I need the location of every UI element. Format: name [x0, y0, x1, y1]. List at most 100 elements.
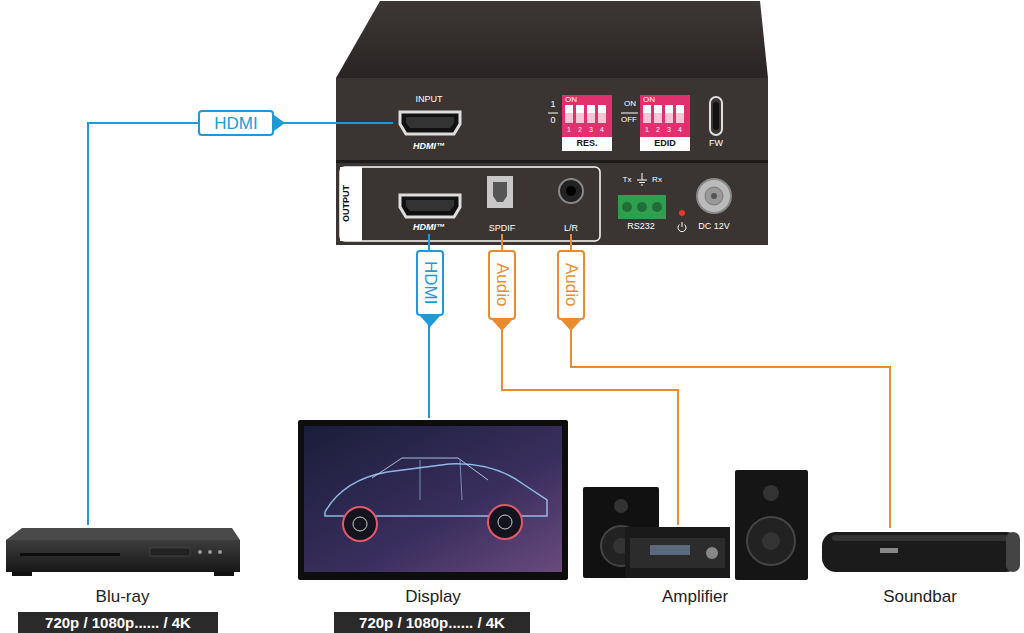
dip-switch	[598, 105, 606, 123]
bluray-player	[12, 572, 32, 576]
dip-switch	[665, 105, 673, 123]
speaker-system	[747, 517, 795, 565]
analog-audio-port: L/R	[553, 172, 589, 234]
panel-label: 4	[600, 126, 604, 134]
display-monitor	[353, 517, 367, 531]
display-monitor	[298, 420, 568, 580]
soundbar-speaker	[832, 535, 1010, 541]
terminal-block	[622, 202, 632, 212]
speaker-system	[630, 538, 725, 568]
hdmi-connector	[400, 112, 460, 217]
display-monitor	[298, 420, 568, 580]
soundbar-speaker	[822, 532, 1020, 572]
dip-switch	[676, 105, 684, 123]
extractor-housing	[340, 167, 362, 241]
dc-jack	[697, 179, 731, 213]
extractor-housing	[340, 167, 600, 241]
usb-port	[710, 97, 722, 135]
dip-switch	[665, 105, 673, 113]
audio-jack	[559, 179, 583, 203]
panel-label: 3	[667, 126, 671, 134]
dip-switch	[576, 105, 584, 113]
terminal-block	[637, 180, 647, 181]
arrow-head	[561, 320, 581, 331]
bluray-player	[218, 550, 222, 554]
arrow-head	[420, 316, 440, 327]
dip-switch	[565, 105, 573, 123]
node-label: Blu-ray	[0, 587, 245, 607]
optical-port	[487, 176, 513, 208]
optical-port	[493, 182, 507, 202]
dip-switch	[562, 137, 612, 151]
dc-jack	[711, 193, 717, 199]
extractor-housing	[336, 160, 768, 163]
output-panel: OUTPUT HDMI™ SPDIF L/R	[336, 163, 768, 245]
dc-jack	[697, 179, 731, 213]
extractor-housing	[336, 163, 768, 245]
panel-label: FW	[709, 139, 723, 149]
hdmi-connector	[400, 112, 460, 134]
panel-label: DC 12V	[698, 222, 730, 232]
node-detail: 720p / 1080p...... / 4K	[334, 612, 530, 633]
speaker-system	[650, 545, 690, 555]
usb-port	[710, 97, 722, 135]
speaker-system	[625, 527, 730, 578]
dip-switch	[548, 113, 558, 114]
panel-label: ON	[624, 100, 636, 109]
audio-jack	[559, 179, 583, 203]
speaker-system	[706, 547, 718, 559]
dip-switch	[587, 105, 595, 123]
node-label: L/R	[553, 223, 589, 233]
dip-switch	[548, 95, 690, 151]
display-monitor	[372, 458, 488, 480]
node-detail: HDMI™	[393, 141, 465, 151]
bluray-player	[214, 572, 234, 576]
node-label: Amplifier	[578, 587, 812, 607]
source-device: Blu-ray720p / 1080p...... / 4K	[0, 525, 245, 633]
hdmi-output-port: HDMI™	[393, 190, 465, 234]
dip-switch	[640, 137, 690, 151]
panel-label: OFF	[621, 116, 637, 125]
soundbar-device: Soundbar	[815, 528, 1024, 610]
dip-switch	[576, 105, 584, 123]
dip-switch	[640, 95, 690, 137]
soundbar-speaker	[1006, 532, 1020, 572]
signal-cable	[88, 123, 393, 525]
usb-port	[713, 102, 719, 130]
display-monitor	[488, 505, 522, 539]
speaker-system	[735, 470, 808, 580]
power-led	[679, 210, 685, 216]
signal-tag: HDMI	[416, 250, 444, 316]
signal-tag: HDMI	[198, 110, 274, 136]
panel-label: 2	[578, 126, 582, 134]
dip-switch	[621, 113, 638, 114]
dip-switch	[598, 105, 606, 113]
panel-label: 1	[567, 126, 571, 134]
display-monitor	[460, 460, 462, 500]
dip-switch	[654, 105, 662, 123]
bluray-player	[6, 540, 240, 572]
dip-switch	[643, 105, 651, 113]
node-label: SPDIF	[482, 223, 522, 233]
terminal-block	[641, 185, 643, 186]
panel-label: EDID	[654, 139, 676, 149]
display-device: Display720p / 1080p...... / 4K	[295, 418, 571, 633]
power-led	[678, 210, 686, 232]
panel-label: 1	[645, 126, 649, 134]
extractor-housing	[336, 1, 768, 78]
signal-tag: Audio	[557, 250, 585, 320]
display-monitor	[343, 507, 377, 541]
display-monitor	[304, 426, 562, 572]
extractor-housing	[336, 78, 768, 160]
soundbar-speaker	[822, 532, 1020, 572]
display-monitor	[498, 515, 512, 529]
arrow-head	[492, 320, 512, 331]
node-label: OUTPUT	[341, 169, 357, 239]
arrow-head	[274, 115, 285, 131]
signal-cable	[502, 234, 678, 525]
spdif-port: SPDIF	[482, 172, 522, 234]
optical-port	[487, 176, 513, 208]
terminal-block	[639, 182, 645, 183]
dip-switch	[562, 95, 612, 137]
